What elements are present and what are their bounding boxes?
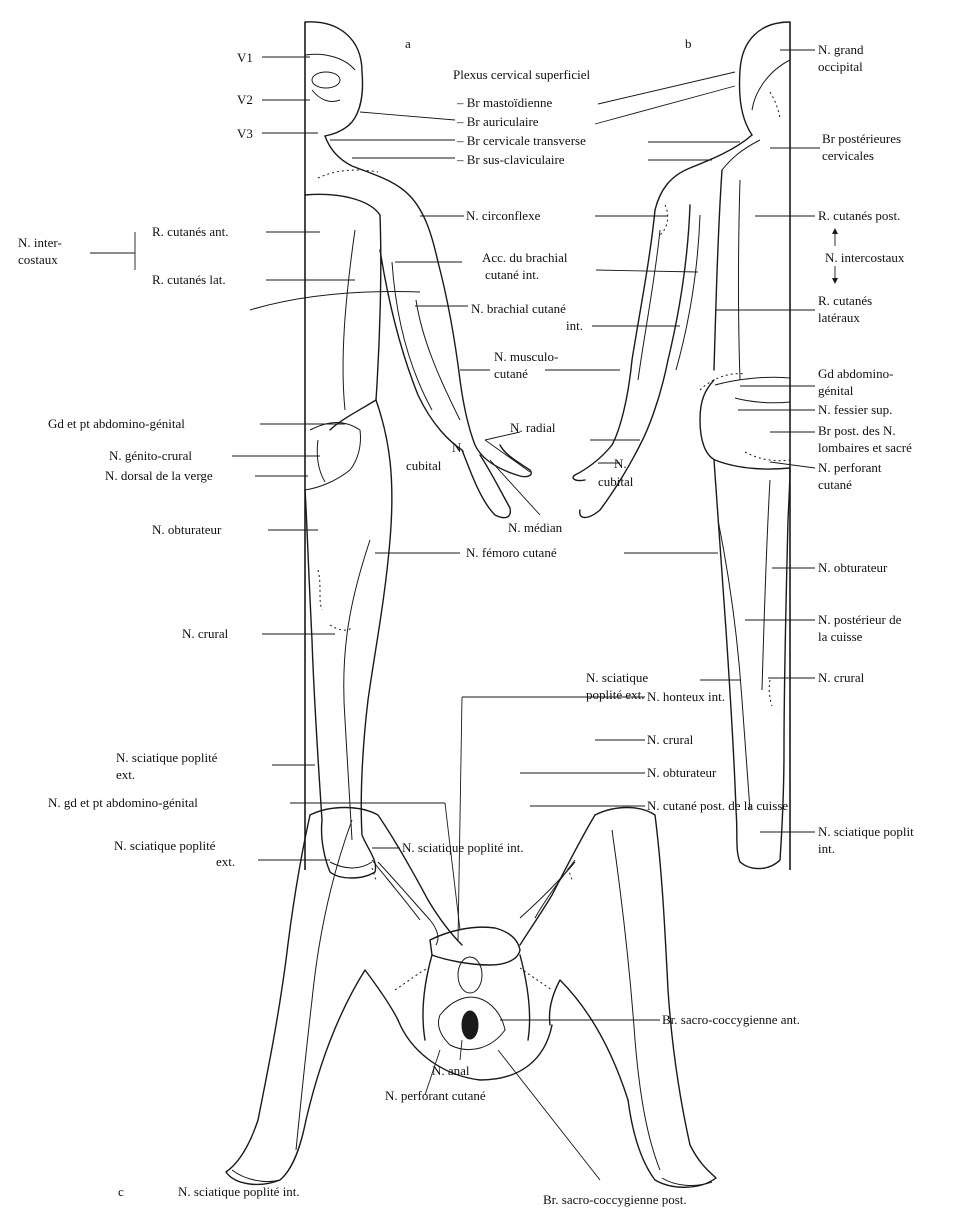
label-sacro-coccygienne-post: Br. sacro-coccygienne post.: [543, 1192, 687, 1207]
label-gd-abdomino-line2: génital: [818, 383, 854, 398]
perineal-figure: [226, 808, 716, 1188]
label-anal: N. anal: [432, 1063, 470, 1078]
label-posterieur-cuisse-line1: N. postérieur de: [818, 612, 902, 627]
label-gd-pt-abdomino-genital: Gd et pt abdomino-génital: [48, 416, 185, 431]
label-cubital-a-line1: N.: [452, 440, 465, 455]
label-genito-crural: N. génito-crural: [109, 448, 192, 463]
label-crural-b: N. crural: [818, 670, 865, 685]
label-sciatique-ext-b-line1: N. sciatique: [586, 670, 648, 685]
label-dorsal-verge: N. dorsal de la verge: [105, 468, 213, 483]
label-cubital-a-line2: cubital: [406, 458, 442, 473]
label-v1: V1: [237, 50, 253, 65]
label-plexus-cervical: Plexus cervical superficiel: [453, 67, 591, 82]
label-intercostaux-line1: N. inter-: [18, 235, 62, 250]
label-r-cutanes-lateraux-line1: R. cutanés: [818, 293, 872, 308]
label-intercostaux-line2: costaux: [18, 252, 58, 267]
label-sciatique-ext-c-line1: N. sciatique poplité: [116, 750, 218, 765]
label-r-cutanes-ant: R. cutanés ant.: [152, 224, 229, 239]
label-crural-a: N. crural: [182, 626, 229, 641]
label-perforant-cutane-c: N. perforant cutané: [385, 1088, 486, 1103]
label-sciatique-ext-c-line2: ext.: [116, 767, 135, 782]
label-musculo-cutane-line1: N. musculo-: [494, 349, 558, 364]
label-musculo-cutane-line2: cutané: [494, 366, 528, 381]
label-br-mastoidienne: – Br mastoïdienne: [456, 95, 553, 110]
label-br-post-cervicales-line1: Br postérieures: [822, 131, 901, 146]
label-crural-c: N. crural: [647, 732, 694, 747]
label-sciatique-ext-b-line2: poplité ext.: [586, 687, 645, 702]
label-obturateur-a: N. obturateur: [152, 522, 222, 537]
panel-label-a: a: [405, 36, 411, 51]
label-sciatique-int-c: N. sciatique poplité int.: [178, 1184, 300, 1199]
label-cubital-b-line2: cubital: [598, 474, 634, 489]
label-grand-occipital-line1: N. grand: [818, 42, 864, 57]
label-r-cutanes-lat: R. cutanés lat.: [152, 272, 226, 287]
label-perforant-b-line1: N. perforant: [818, 460, 882, 475]
label-br-auriculaire: – Br auriculaire: [456, 114, 539, 129]
label-sacro-coccygienne-ant: Br. sacro-coccygienne ant.: [662, 1012, 800, 1027]
panel-label-c: c: [118, 1184, 124, 1199]
label-obturateur-c: N. obturateur: [647, 765, 717, 780]
panel-label-b: b: [685, 36, 692, 51]
label-fessier-sup: N. fessier sup.: [818, 402, 892, 417]
label-radial: N. radial: [510, 420, 556, 435]
arrow-up-icon: [832, 228, 838, 234]
label-br-post-lombaires-line2: lombaires et sacré: [818, 440, 912, 455]
label-v2: V2: [237, 92, 253, 107]
label-cutane-post-cuisse: N. cutané post. de la cuisse: [647, 798, 788, 813]
label-sciatique-ext-a-line2: ext.: [216, 854, 235, 869]
anterior-body-figure: [250, 22, 531, 878]
arrow-down-icon: [832, 278, 838, 284]
label-gd-pt-abdomino-c: N. gd et pt abdomino-génital: [48, 795, 198, 810]
label-posterieur-cuisse-line2: la cuisse: [818, 629, 863, 644]
label-grand-occipital-line2: occipital: [818, 59, 863, 74]
label-r-cutanes-lateraux-line2: latéraux: [818, 310, 860, 325]
label-sciatique-ext-a-line1: N. sciatique poplité: [114, 838, 216, 853]
label-obturateur-b: N. obturateur: [818, 560, 888, 575]
label-sciatique-int-a: N. sciatique poplité int.: [402, 840, 524, 855]
label-gd-abdomino-line1: Gd abdomino-: [818, 366, 893, 381]
label-honteux-int: N. honteux int.: [647, 689, 725, 704]
leader-lines: [90, 50, 835, 1180]
label-acc-brachial-line1: Acc. du brachial: [482, 250, 568, 265]
label-cubital-b-line1: N.: [614, 456, 627, 471]
label-brachial-cutane-line2: int.: [566, 318, 583, 333]
label-perforant-b-line2: cutané: [818, 477, 852, 492]
label-sciatique-int-b-line1: N. sciatique poplit: [818, 824, 914, 839]
label-r-cutanes-post: R. cutanés post.: [818, 208, 900, 223]
label-v3: V3: [237, 126, 253, 141]
label-median: N. médian: [508, 520, 563, 535]
label-sciatique-int-b-line2: int.: [818, 841, 835, 856]
label-br-cervicale-transverse: – Br cervicale transverse: [456, 133, 586, 148]
label-acc-brachial-line2: cutané int.: [485, 267, 539, 282]
label-br-sus-claviculaire: – Br sus-claviculaire: [456, 152, 565, 167]
label-brachial-cutane-line1: N. brachial cutané: [471, 301, 566, 316]
label-femoro-cutane: N. fémoro cutané: [466, 545, 557, 560]
label-intercostaux-b: N. intercostaux: [825, 250, 905, 265]
label-br-post-lombaires-line1: Br post. des N.: [818, 423, 896, 438]
label-circonflexe: N. circonflexe: [466, 208, 541, 223]
label-br-post-cervicales-line2: cervicales: [822, 148, 874, 163]
